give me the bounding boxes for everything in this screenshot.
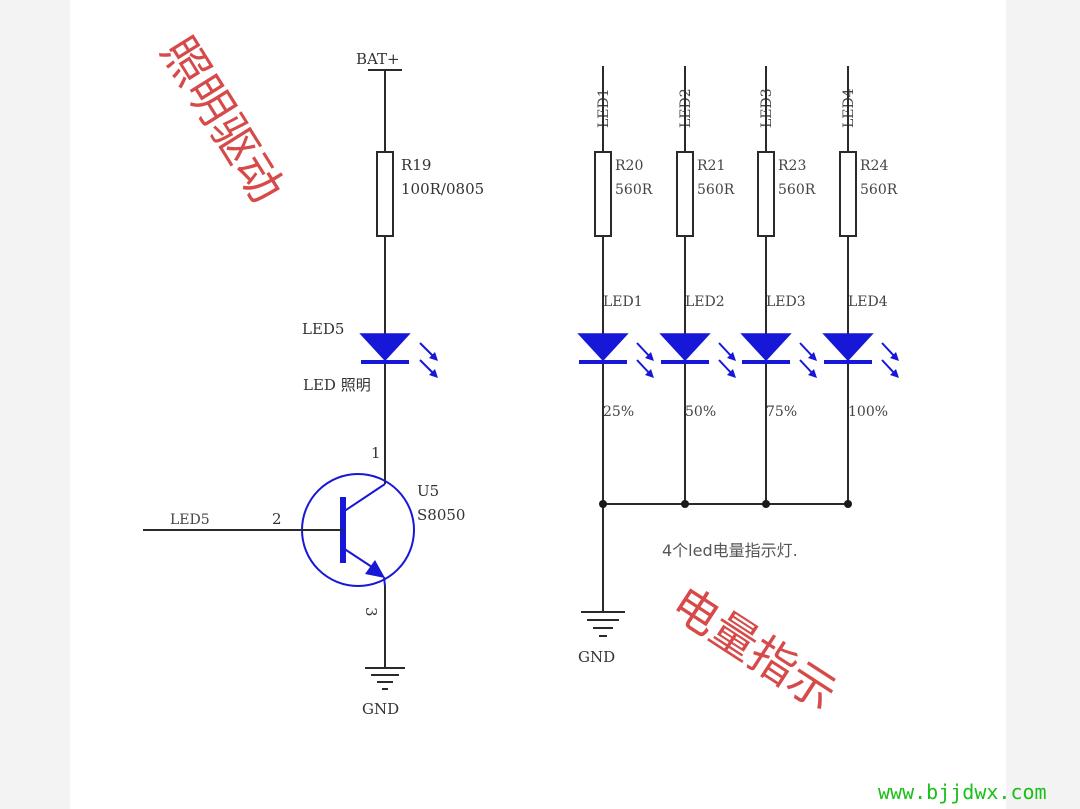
channel-3-resistor: [757, 151, 775, 237]
resistor-r19-ref: R19: [401, 156, 431, 174]
led5-description: LED 照明: [303, 376, 371, 394]
resistor-r19: [376, 151, 394, 237]
transistor-pin-base: 2: [272, 510, 282, 528]
channel-2-led-ref: LED2: [685, 294, 725, 310]
channel-1-level-label: 25%: [603, 404, 634, 420]
channel-1-led-ref: LED1: [603, 294, 643, 310]
channel-1-led-diode-icon: [577, 333, 629, 362]
channel-4-level-label: 100%: [848, 404, 888, 420]
channel-4-led-ref: LED4: [848, 294, 888, 310]
channel-1-resistor-ref: R20: [615, 158, 643, 174]
channel-3-emission-arrows-icon: [799, 342, 817, 378]
channel-4-resistor-value: 560R: [860, 182, 898, 198]
led5-emission-arrows-icon: [419, 342, 438, 378]
ground-symbol-left-icon: [365, 667, 405, 690]
channel-2-emission-arrows-icon: [718, 342, 736, 378]
channel-3-level-label: 75%: [766, 404, 797, 420]
lighting-driver-circuit: BAT+ R19 100R/0805 LED5 LED 照明 1: [143, 50, 484, 718]
transistor-pin-collector: 1: [371, 444, 381, 462]
channel-4-led-diode-icon: [822, 333, 874, 362]
paper-background: [70, 0, 1006, 809]
ground-label-left: GND: [362, 700, 399, 718]
channel-4-emission-arrows-icon: [881, 342, 899, 378]
transistor-part: S8050: [417, 506, 465, 524]
channel-3-led-diode-icon: [740, 333, 792, 362]
indicator-note: 4个led电量指示灯.: [662, 541, 798, 560]
battery-indicator-circuit: GND 4个led电量指示灯. LED1R20560RLED125%LED2R2…: [577, 66, 899, 666]
channel-2-led-diode-icon: [659, 333, 711, 362]
channel-1-bus-junction: [599, 500, 607, 508]
resistor-r19-value: 100R/0805: [401, 180, 484, 198]
channel-1-resistor: [594, 151, 612, 237]
channel-3-bus-junction: [762, 500, 770, 508]
watermark-text: www.bjjdwx.com: [878, 780, 1047, 804]
channel-2-resistor-ref: R21: [697, 158, 725, 174]
channel-4-bus-junction: [844, 500, 852, 508]
channel-2-resistor: [676, 151, 694, 237]
ground-label-right: GND: [578, 648, 615, 666]
ground-symbol-right-icon: [581, 611, 625, 637]
transistor-ref: U5: [417, 482, 439, 500]
led5-diode-icon: [359, 333, 411, 362]
channel-1-emission-arrows-icon: [636, 342, 654, 378]
channel-3-resistor-value: 560R: [778, 182, 816, 198]
channel-2-bus-junction: [681, 500, 689, 508]
channel-3-resistor-ref: R23: [778, 158, 806, 174]
channel-2-level-label: 50%: [685, 404, 716, 420]
base-input-net-label: LED5: [170, 512, 210, 528]
supply-label: BAT+: [356, 50, 400, 68]
channel-4-resistor: [839, 151, 857, 237]
transistor-pin-emitter: 3: [362, 607, 380, 617]
channel-1-resistor-value: 560R: [615, 182, 653, 198]
led5-ref: LED5: [302, 320, 344, 338]
channel-4-resistor-ref: R24: [860, 158, 888, 174]
channel-2-resistor-value: 560R: [697, 182, 735, 198]
channel-3-led-ref: LED3: [766, 294, 806, 310]
